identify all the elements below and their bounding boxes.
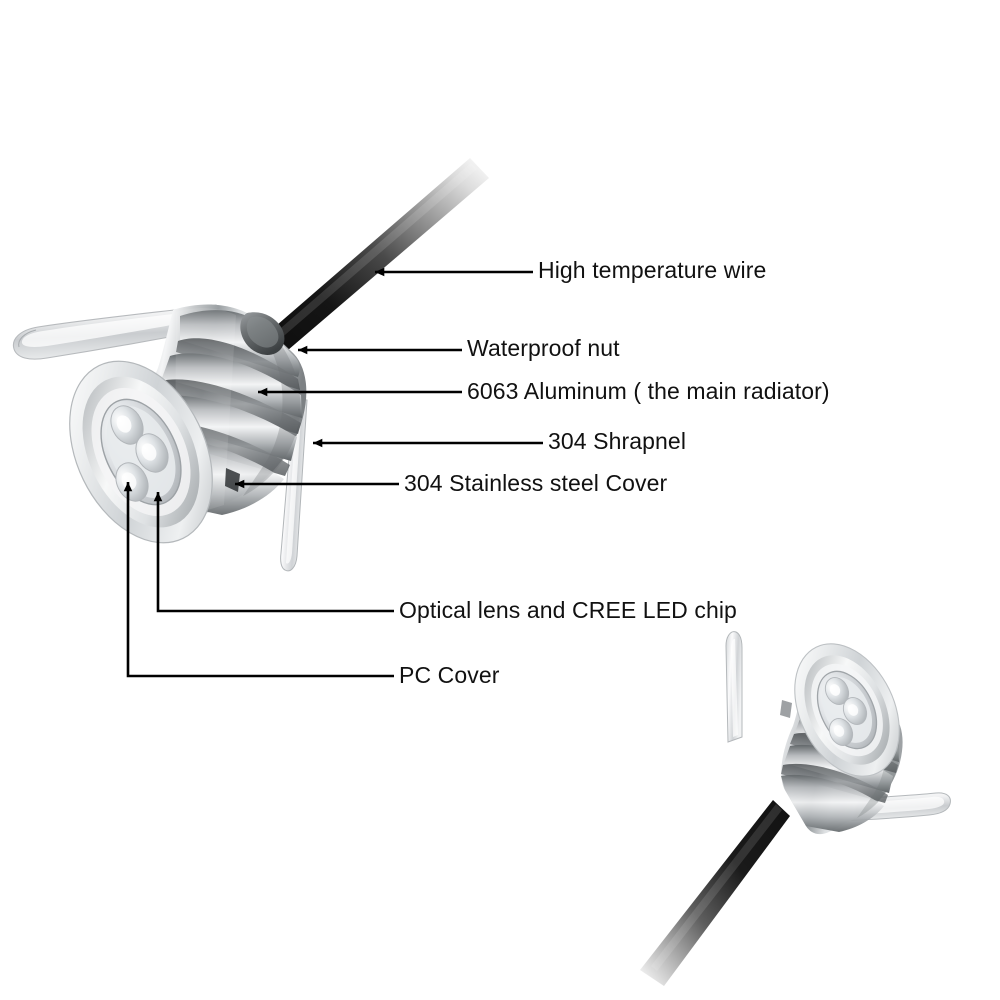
callout-leader-lines <box>123 267 543 678</box>
main-downlight-assembly <box>12 158 489 572</box>
high-temperature-wire-main <box>262 158 489 356</box>
callout-label-pc-cover: PC Cover <box>399 662 500 688</box>
spring-clip-upper-left <box>12 304 223 360</box>
leader-pc-cover <box>123 482 394 678</box>
callout-label-6063-aluminum: 6063 Aluminum ( the main radiator) <box>467 378 830 404</box>
callout-label-optical-lens-cree-led-chip: Optical lens and CREE LED chip <box>399 597 737 623</box>
secondary-downlight-assembly <box>640 631 951 986</box>
callout-label-waterproof-nut: Waterproof nut <box>467 335 620 361</box>
stainless-steel-cover-notch-secondary <box>780 700 792 718</box>
callout-label-304-stainless-steel-cover: 304 Stainless steel Cover <box>404 470 668 496</box>
spring-clip-secondary-upper <box>725 631 743 743</box>
waterproof-nut-main <box>240 312 285 355</box>
optical-lens-cree-led-secondary <box>816 670 878 750</box>
optical-lens-cree-led <box>100 398 182 506</box>
high-temperature-wire-secondary <box>640 800 790 986</box>
callout-label-304-shrapnel: 304 Shrapnel <box>548 428 687 454</box>
callout-label-high-temperature-wire: High temperature wire <box>538 257 767 283</box>
leader-optical-lens <box>153 492 394 613</box>
